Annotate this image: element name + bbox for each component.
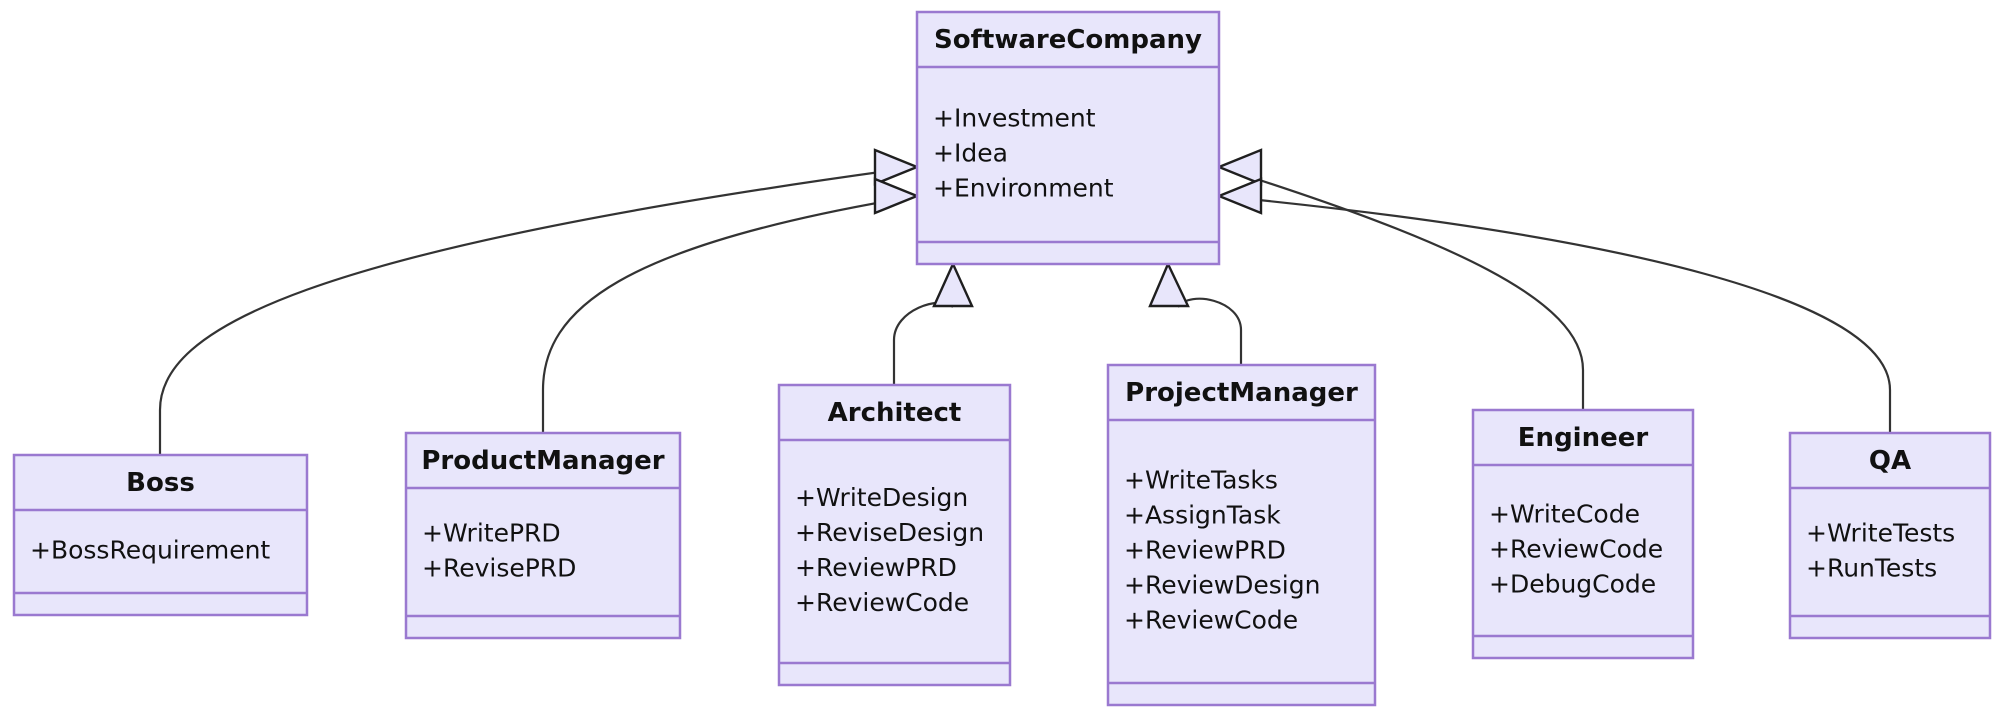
class-member-label: +Environment xyxy=(933,174,1114,203)
nodes-layer: SoftwareCompany +Investment +Idea +Environm… xyxy=(12,10,1992,707)
inheritance-triangle-icon xyxy=(873,177,921,215)
class-name-label: ProductManager xyxy=(421,446,664,476)
class-member-label: +ReviewPRD xyxy=(1124,536,1286,565)
edge-line xyxy=(158,165,918,455)
class-box-frame xyxy=(1106,363,1377,707)
class-member-label: +ReviewPRD xyxy=(795,553,957,582)
generalization-edge-projectmanager xyxy=(1148,261,1243,365)
class-member-label: +BossRequirement xyxy=(30,536,270,565)
class-node-projectmanager[interactable]: ProjectManager +WriteTasks +AssignTask +Rev… xyxy=(1106,363,1377,707)
class-node-engineer[interactable]: Engineer +WriteCode +ReviewCode +DebugCode xyxy=(1471,408,1695,660)
class-name-label: Boss xyxy=(126,468,195,498)
class-member-label: +WritePRD xyxy=(422,519,561,548)
class-member-label: +WriteCode xyxy=(1489,500,1640,529)
edge-line xyxy=(1177,297,1243,365)
inheritance-triangle-icon xyxy=(1215,148,1263,186)
class-member-label: +Investment xyxy=(933,104,1096,133)
generalization-edge-qa xyxy=(1215,177,1892,433)
class-box-frame xyxy=(915,10,1221,266)
edge-line xyxy=(892,301,954,385)
class-box-frame xyxy=(1788,431,1992,640)
edge-line xyxy=(1218,165,1585,410)
edges-layer xyxy=(158,148,1892,455)
class-member-label: +ReviewCode xyxy=(795,588,969,617)
class-name-label: Engineer xyxy=(1518,423,1649,453)
class-box-frame xyxy=(404,431,682,640)
inheritance-triangle-icon xyxy=(1215,177,1263,215)
class-box-frame xyxy=(777,383,1012,687)
class-node-qa[interactable]: QA +WriteTests +RunTests xyxy=(1788,431,1992,640)
class-node-boss[interactable]: Boss +BossRequirement xyxy=(12,453,309,617)
class-member-label: +ReviseDesign xyxy=(795,518,984,547)
class-node-architect[interactable]: Architect +WriteDesign +ReviseDesign +Revie… xyxy=(777,383,1012,687)
class-member-label: +Idea xyxy=(933,139,1008,168)
generalization-edge-engineer xyxy=(1215,148,1585,410)
class-name-label: QA xyxy=(1869,446,1911,476)
class-node-productmanager[interactable]: ProductManager +WritePRD +RevisePRD xyxy=(404,431,682,640)
class-name-label: SoftwareCompany xyxy=(934,25,1202,55)
inheritance-triangle-icon xyxy=(932,261,974,308)
inheritance-triangle-icon xyxy=(873,148,921,186)
class-node-softwarecompany[interactable]: SoftwareCompany +Investment +Idea +Environm… xyxy=(915,10,1221,266)
class-member-label: +ReviewCode xyxy=(1124,606,1298,635)
class-member-label: +DebugCode xyxy=(1489,570,1656,599)
class-name-label: Architect xyxy=(828,398,962,428)
class-name-label: ProjectManager xyxy=(1125,378,1358,408)
class-member-label: +WriteTasks xyxy=(1124,466,1278,495)
class-box-frame xyxy=(12,453,309,617)
class-member-label: +RunTests xyxy=(1806,554,1937,583)
edge-line xyxy=(1218,194,1892,433)
class-member-label: +ReviewCode xyxy=(1489,535,1663,564)
generalization-edge-productmanager xyxy=(541,177,921,433)
class-member-label: +WriteDesign xyxy=(795,483,968,512)
edge-line xyxy=(541,194,918,433)
class-member-label: +RevisePRD xyxy=(422,554,576,583)
class-member-label: +AssignTask xyxy=(1124,501,1281,530)
class-member-label: +ReviewDesign xyxy=(1124,571,1320,600)
class-box-frame xyxy=(1471,408,1695,660)
inheritance-triangle-icon xyxy=(1148,261,1190,308)
generalization-edge-boss xyxy=(158,148,921,455)
generalization-edge-architect xyxy=(892,261,974,385)
class-member-label: +WriteTests xyxy=(1806,519,1955,548)
